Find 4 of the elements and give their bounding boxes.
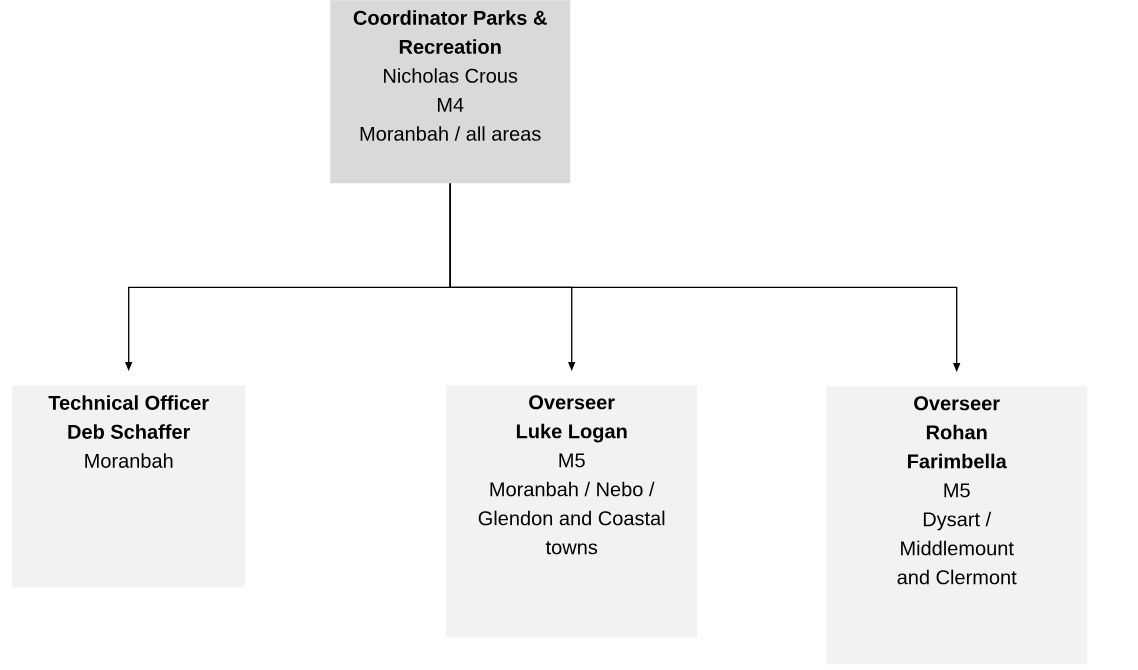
org-box: Overseer Rohan Farimbella M5 Dysart / Middlemount and Clermont xyxy=(826,386,1088,665)
org-box: Technical Officer Deb Schaffer Moranbah xyxy=(12,385,246,588)
org-box: Overseer Luke Logan M5 Moranbah / Nebo / Glendon and Coastal towns xyxy=(446,385,698,638)
org-box: Coordinator Parks & Recreation Nicholas Crous M4 Moranbah / all areas xyxy=(330,0,571,184)
